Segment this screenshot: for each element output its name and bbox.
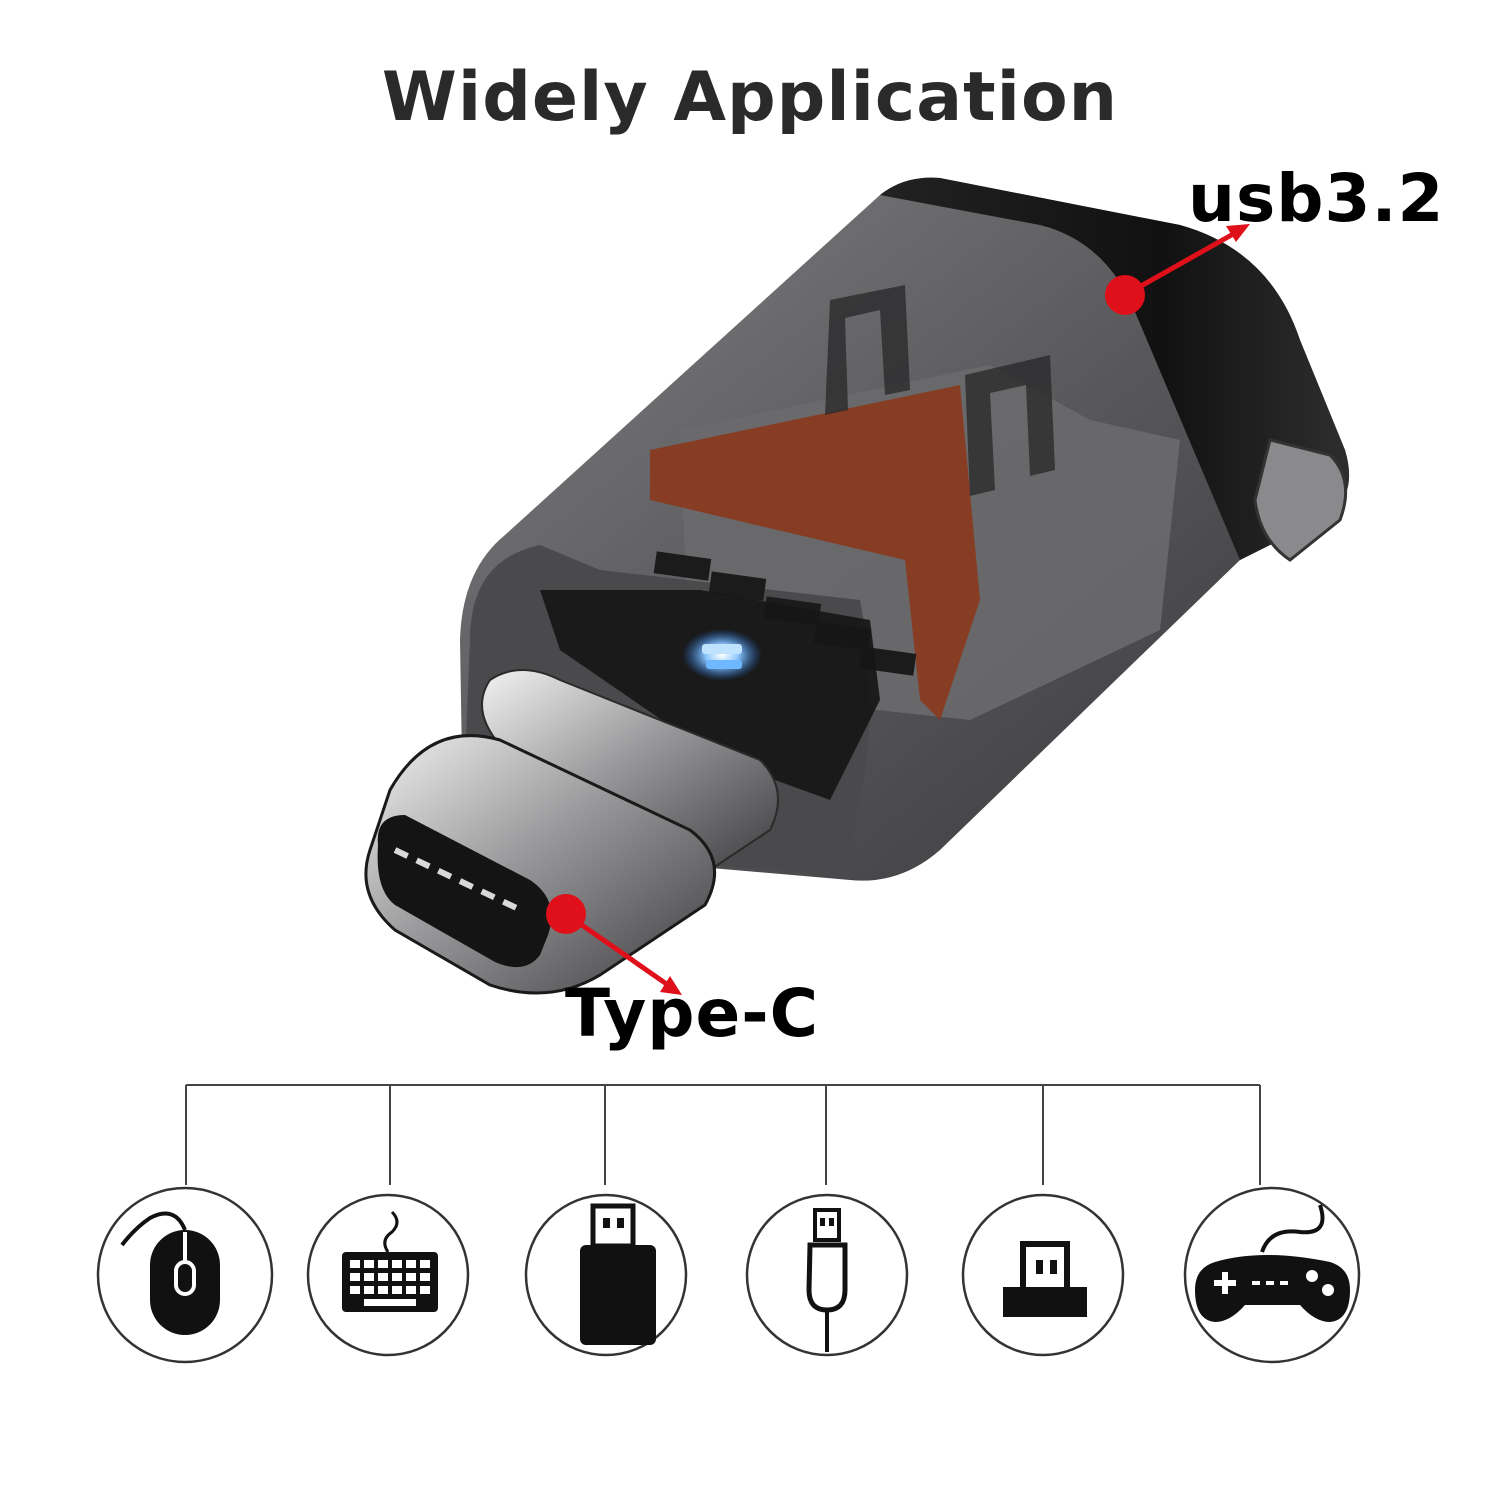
usb-label: usb3.2 [1188, 160, 1445, 237]
gamepad-icon [1183, 1186, 1361, 1364]
usb-pointer [1105, 224, 1250, 315]
keyboard-icon [306, 1193, 470, 1357]
usb-cable-icon [745, 1193, 909, 1357]
typec-pointer [546, 894, 682, 995]
typec-label: Type-C [565, 975, 820, 1052]
usb-port-icon [961, 1193, 1125, 1357]
application-tree [185, 1084, 1261, 1185]
usb-flash-drive-icon [524, 1193, 688, 1357]
mouse-icon [96, 1186, 274, 1364]
adapter-device [364, 177, 1350, 995]
page-title: Widely Application [381, 58, 1119, 137]
